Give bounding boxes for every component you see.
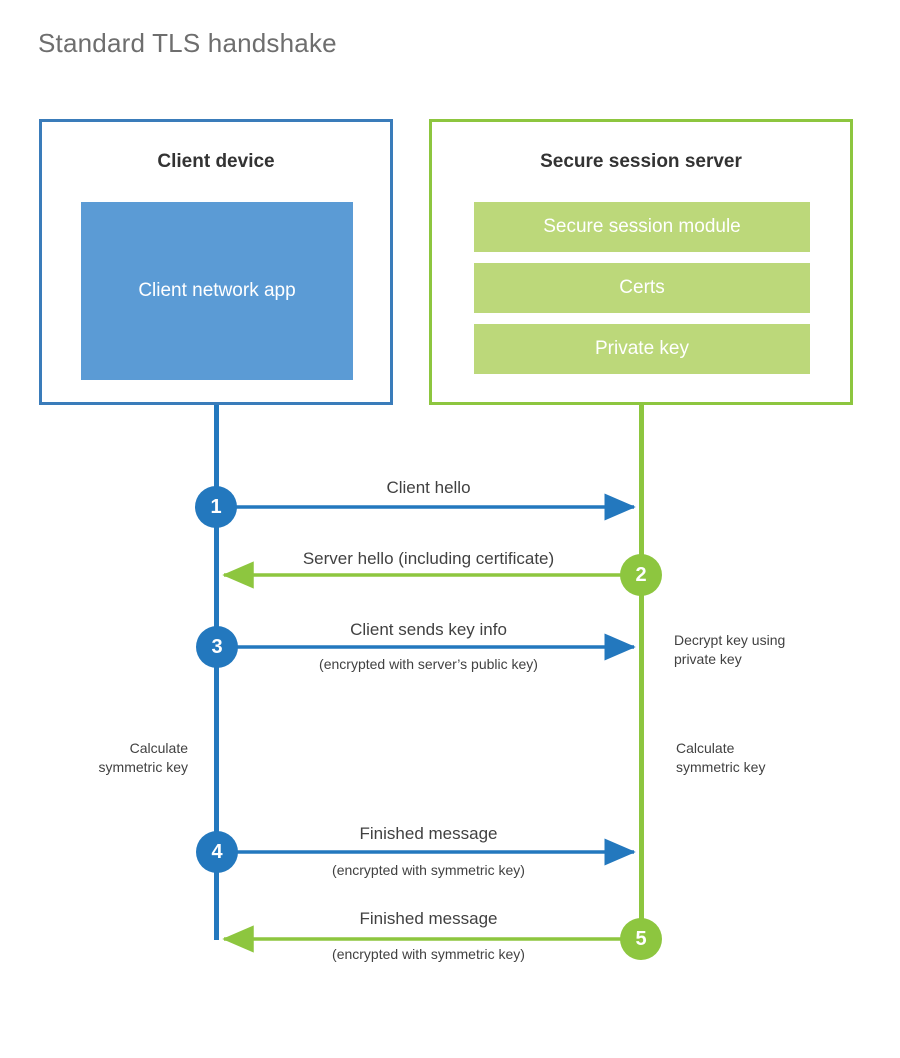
server-block-certs: Certs — [474, 263, 810, 313]
step-4-label: Finished message — [359, 824, 498, 843]
page-title: Standard TLS handshake — [38, 28, 337, 58]
step-badge-5[interactable]: 5 — [620, 918, 662, 960]
step-badge-2-number: 2 — [635, 563, 647, 586]
server-block-private-key: Private key — [474, 324, 810, 374]
annotation-server-calculate-symmetric-key: Calculate symmetric key — [676, 740, 766, 775]
step-3-sublabel: (encrypted with server’s public key) — [319, 656, 538, 672]
step-2-label: Server hello (including certificate) — [302, 549, 555, 568]
step-4-sublabel: (encrypted with symmetric key) — [332, 862, 525, 878]
step-5-sublabel: (encrypted with symmetric key) — [332, 946, 525, 962]
step-5-label: Finished message — [359, 909, 498, 928]
server-component-list: Secure session module Certs Private key — [474, 202, 810, 374]
server-block-secure-session-module: Secure session module — [474, 202, 810, 252]
annotation-decrypt-key: Decrypt key using private key — [674, 632, 786, 667]
step-badge-1[interactable]: 1 — [195, 486, 237, 528]
step-badge-3[interactable]: 3 — [196, 626, 238, 668]
client-network-app-block: Client network app — [81, 202, 353, 380]
step-badge-1-number: 1 — [210, 495, 222, 518]
annotation-client-calculate-symmetric-key: Calculate symmetric key — [98, 740, 188, 775]
secure-session-server-title: Secure session server — [540, 151, 742, 172]
secure-session-server-box: Secure session server Secure session mod… — [429, 119, 853, 405]
step-badge-5-number: 5 — [635, 927, 647, 950]
client-device-box: Client device Client network app — [39, 119, 393, 405]
client-device-title: Client device — [157, 151, 275, 172]
step-1-label: Client hello — [386, 478, 471, 497]
step-badge-4-number: 4 — [211, 840, 223, 863]
step-badge-3-number: 3 — [211, 635, 223, 658]
step-badge-2[interactable]: 2 — [620, 554, 662, 596]
step-3-label: Client sends key info — [350, 620, 507, 639]
step-badge-4[interactable]: 4 — [196, 831, 238, 873]
